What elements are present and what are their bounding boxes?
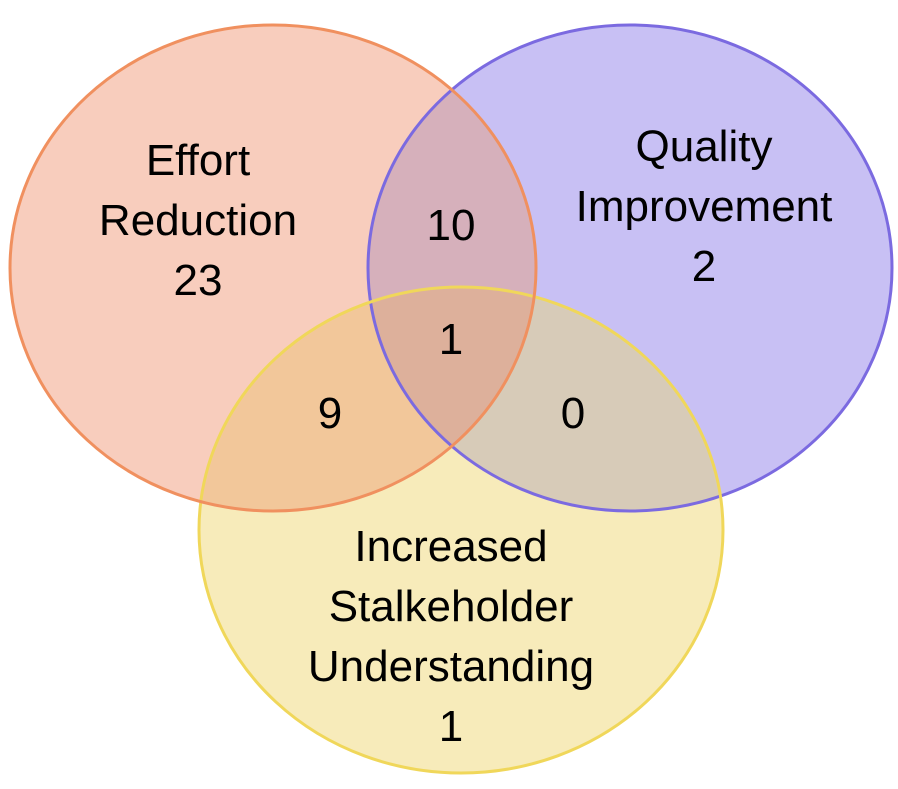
effort-label-line1: Effort: [146, 136, 250, 185]
overlap-effort-quality-count: 10: [427, 201, 476, 250]
overlap-quality-stakeholder-region: [368, 287, 723, 511]
quality-label-line2: Improvement: [576, 182, 833, 231]
overlap-all-count: 1: [439, 315, 463, 364]
overlap-quality-stakeholder-count: 0: [561, 389, 585, 438]
effort-circle-outline: [8, 23, 538, 513]
overlap-effort-stakeholder-count: 9: [318, 389, 342, 438]
stakeholder-label-line2: Stalkeholder: [329, 582, 574, 631]
effort-label-line2: Reduction: [99, 196, 297, 245]
quality-circle-outline: [366, 23, 894, 513]
stakeholder-label-line3: Understanding: [308, 642, 594, 691]
stakeholder-circle-outline: [197, 285, 725, 775]
stakeholder-label-line1: Increased: [354, 522, 547, 571]
quality-label-line1: Quality: [636, 122, 773, 171]
quality-count: 2: [692, 242, 716, 291]
stakeholder-count: 1: [439, 702, 463, 751]
effort-count: 23: [174, 256, 223, 305]
overlap-effort-stakeholder-region: [199, 287, 536, 511]
